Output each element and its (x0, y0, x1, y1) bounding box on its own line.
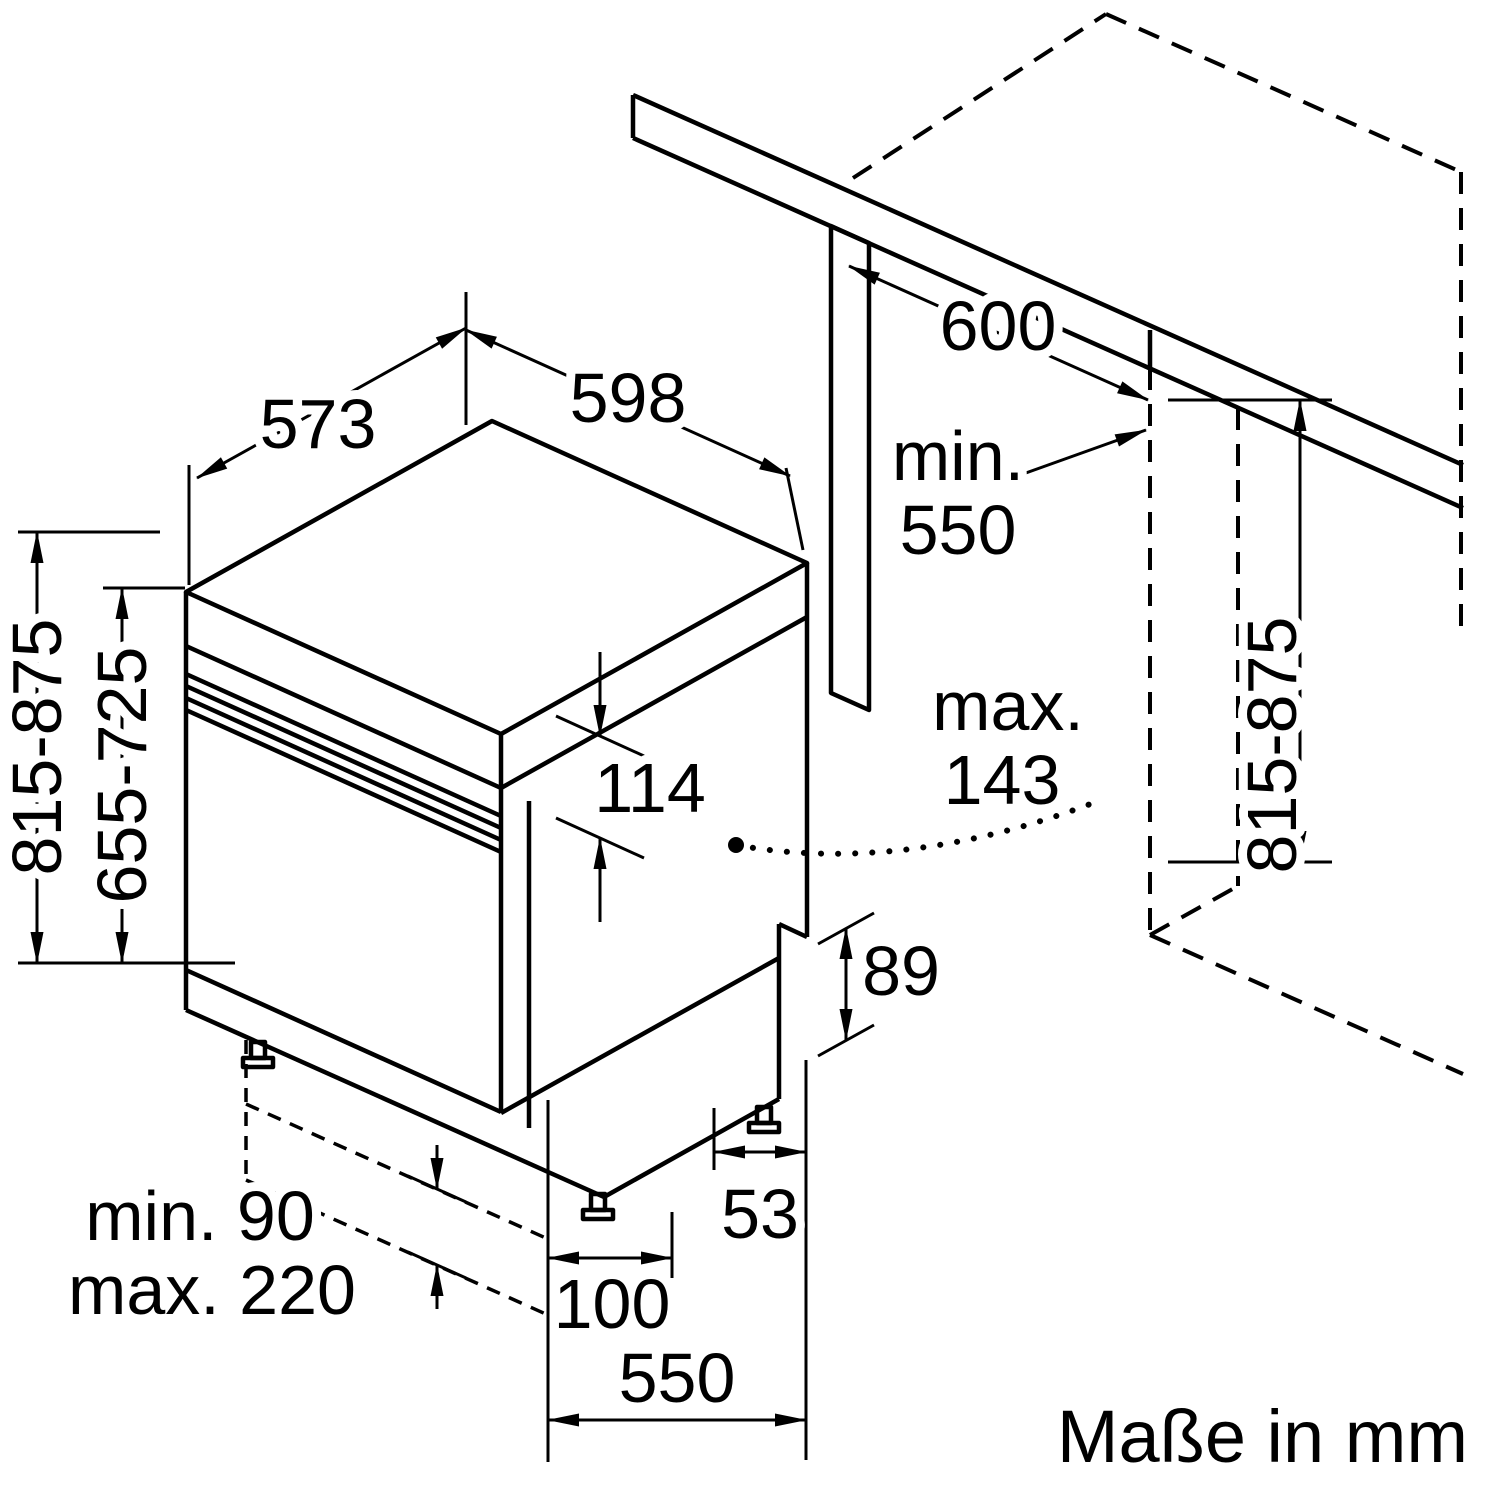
dim-arrow-573 (196, 326, 467, 480)
dim-label-53: 53 (721, 1175, 799, 1253)
control-panel-stripe (185, 671, 502, 819)
dim-label-89: 89 (862, 932, 940, 1010)
door-bottom-edge (185, 967, 502, 1115)
dim-label-niche-height: 815-875 (1233, 617, 1311, 874)
niche-side-panel (828, 223, 872, 713)
plinth-hidden-edges (244, 1040, 549, 1317)
dim-arrow-600 (848, 264, 1149, 402)
adjustable-foot (746, 1104, 782, 1135)
dim-label-min: min. (892, 417, 1024, 495)
units-caption: Maße in mm (1057, 1395, 1468, 1478)
control-panel-stripe (185, 695, 502, 843)
dim-label-total-height: 815-875 (0, 619, 76, 876)
dim-label-door-height: 655-725 (83, 647, 161, 904)
dim-label-114: 114 (594, 749, 706, 827)
dimension-labels: 573 598 600 min. 550 114 max. 143 89 53 … (0, 278, 1477, 1487)
dishwasher-body (183, 418, 810, 1222)
cabinet-hidden-edges (851, 12, 1464, 1076)
control-panel-stripe (185, 707, 502, 855)
dim-label-598: 598 (570, 359, 687, 437)
dim-label-573: 573 (260, 385, 377, 463)
dim-label-143: 143 (944, 741, 1061, 819)
control-panel-stripe (185, 683, 502, 831)
dim-label-min-90: min. 90 (85, 1177, 315, 1255)
dim-label-550-niche: 550 (900, 491, 1017, 569)
adjustable-foot (580, 1191, 616, 1222)
adjustable-foot (240, 1039, 276, 1070)
dim-arrow-598 (465, 328, 791, 478)
leader-start-dot (728, 837, 744, 853)
dim-label-max: max. (932, 667, 1084, 745)
dim-label-max-220: max. 220 (68, 1251, 356, 1329)
dim-label-550-base: 550 (619, 1339, 736, 1417)
dim-label-100: 100 (554, 1265, 671, 1343)
dimension-lines (18, 264, 1332, 1462)
dim-arrow-min550 (1022, 428, 1147, 476)
worktop-and-niche (630, 92, 1464, 713)
dim-label-600: 600 (940, 287, 1057, 365)
